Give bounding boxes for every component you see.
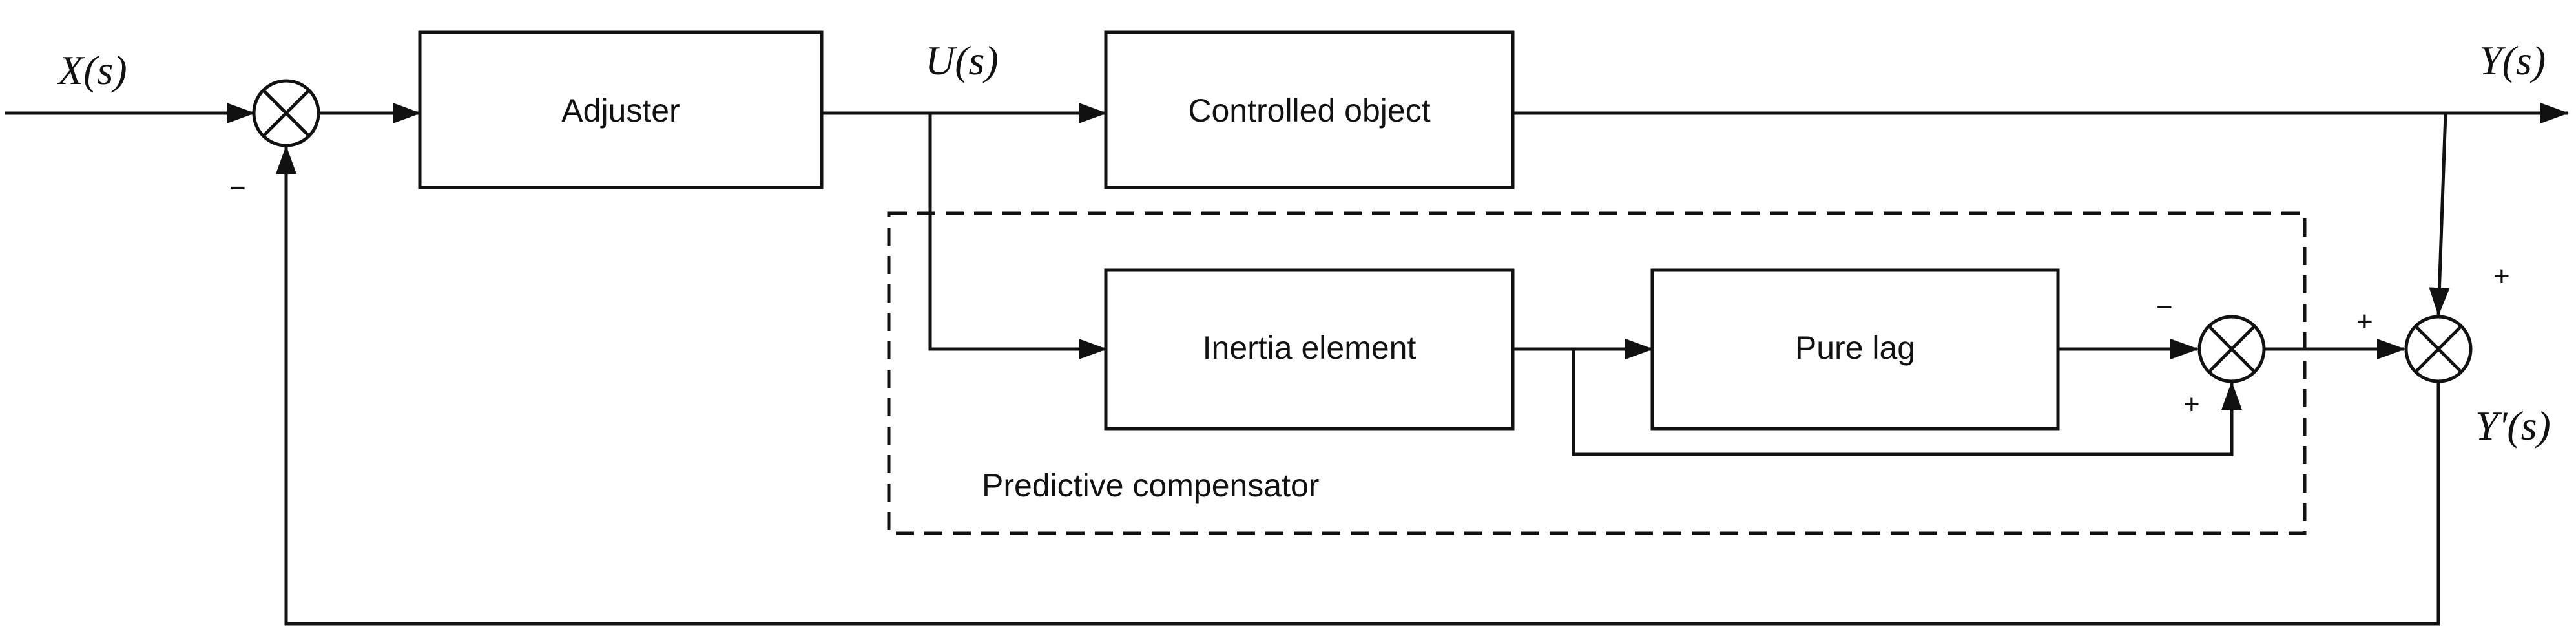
- output-signal-label: Y(s): [2479, 37, 2546, 83]
- input-signal-label: X(s): [56, 47, 127, 93]
- main-feedback-sign: −: [229, 172, 246, 204]
- feedback-line: [276, 145, 2440, 626]
- inertia-branch-line: [1572, 349, 2242, 456]
- summing-junction-1: [252, 79, 320, 147]
- sum2-minus-sign: −: [2156, 292, 2173, 323]
- u-branch-line: [928, 113, 1107, 359]
- predictive-compensator-label: Predictive compensator: [982, 467, 1319, 504]
- summing-junction-2: [2197, 315, 2266, 383]
- compensated-output-label: Y'(s): [2475, 403, 2551, 449]
- y-branch-line: [2429, 112, 2450, 316]
- controlled-object-label: Controlled object: [1188, 92, 1430, 129]
- inertia-element-label: Inertia element: [1203, 330, 1417, 366]
- sum2-plus-sign: +: [2183, 388, 2200, 420]
- adjuster-block: [418, 30, 824, 189]
- adjuster-label: Adjuster: [561, 92, 680, 129]
- control-signal-label: U(s): [925, 37, 999, 83]
- sum3-left-plus-sign: +: [2356, 306, 2373, 337]
- pure-lag-label: Pure lag: [1795, 330, 1915, 366]
- summing-junction-3: [2404, 315, 2473, 383]
- sum3-top-plus-sign: +: [2493, 261, 2510, 292]
- inertia-element-block: [1104, 268, 1515, 431]
- controlled-object-block: [1104, 30, 1515, 189]
- pure-lag-block: [1650, 268, 2060, 431]
- predictive-compensator-box: [887, 211, 2307, 535]
